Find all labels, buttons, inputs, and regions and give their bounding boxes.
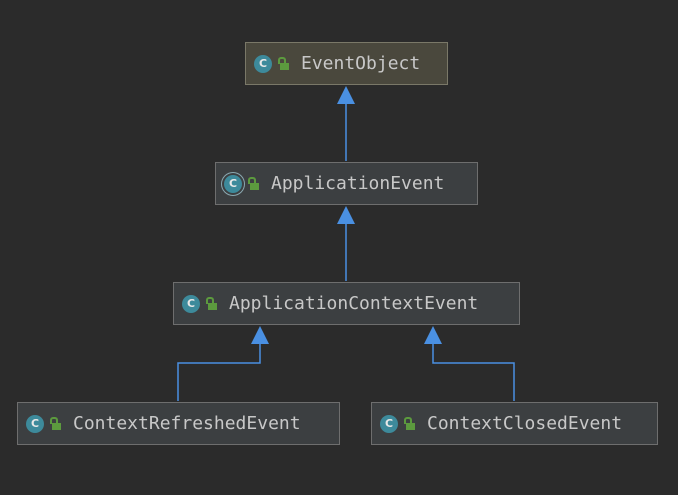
node-label: EventObject [301, 53, 421, 74]
node-label: ApplicationContextEvent [229, 293, 479, 314]
class-icon: C [254, 54, 272, 73]
class-icon: C [26, 414, 44, 433]
edge-application-context-event-to-application-event [337, 206, 355, 281]
node-label: ApplicationEvent [271, 173, 445, 194]
class-icon: C [182, 294, 200, 313]
node-application-event[interactable]: C ApplicationEvent [215, 162, 478, 205]
lock-icon [404, 416, 415, 430]
node-event-object[interactable]: C EventObject [245, 42, 448, 85]
arrowhead-icon [337, 206, 355, 224]
node-context-closed-event[interactable]: C ContextClosedEvent [371, 402, 658, 445]
abstract-class-icon: C [224, 174, 242, 193]
node-label: ContextRefreshedEvent [73, 413, 301, 434]
node-label: ContextClosedEvent [427, 413, 623, 434]
lock-icon [278, 56, 289, 70]
arrowhead-icon [251, 326, 269, 344]
edge-context-refreshed-event-to-application-context-event [177, 326, 269, 401]
lock-icon [248, 176, 259, 190]
node-context-refreshed-event[interactable]: C ContextRefreshedEvent [17, 402, 340, 445]
lock-icon [50, 416, 61, 430]
lock-icon [206, 296, 217, 310]
arrowhead-icon [424, 326, 442, 344]
class-icon: C [380, 414, 398, 433]
arrowhead-icon [337, 86, 355, 104]
edge-context-closed-event-to-application-context-event [424, 326, 515, 401]
node-application-context-event[interactable]: C ApplicationContextEvent [173, 282, 520, 325]
edge-application-event-to-event-object [337, 86, 355, 161]
